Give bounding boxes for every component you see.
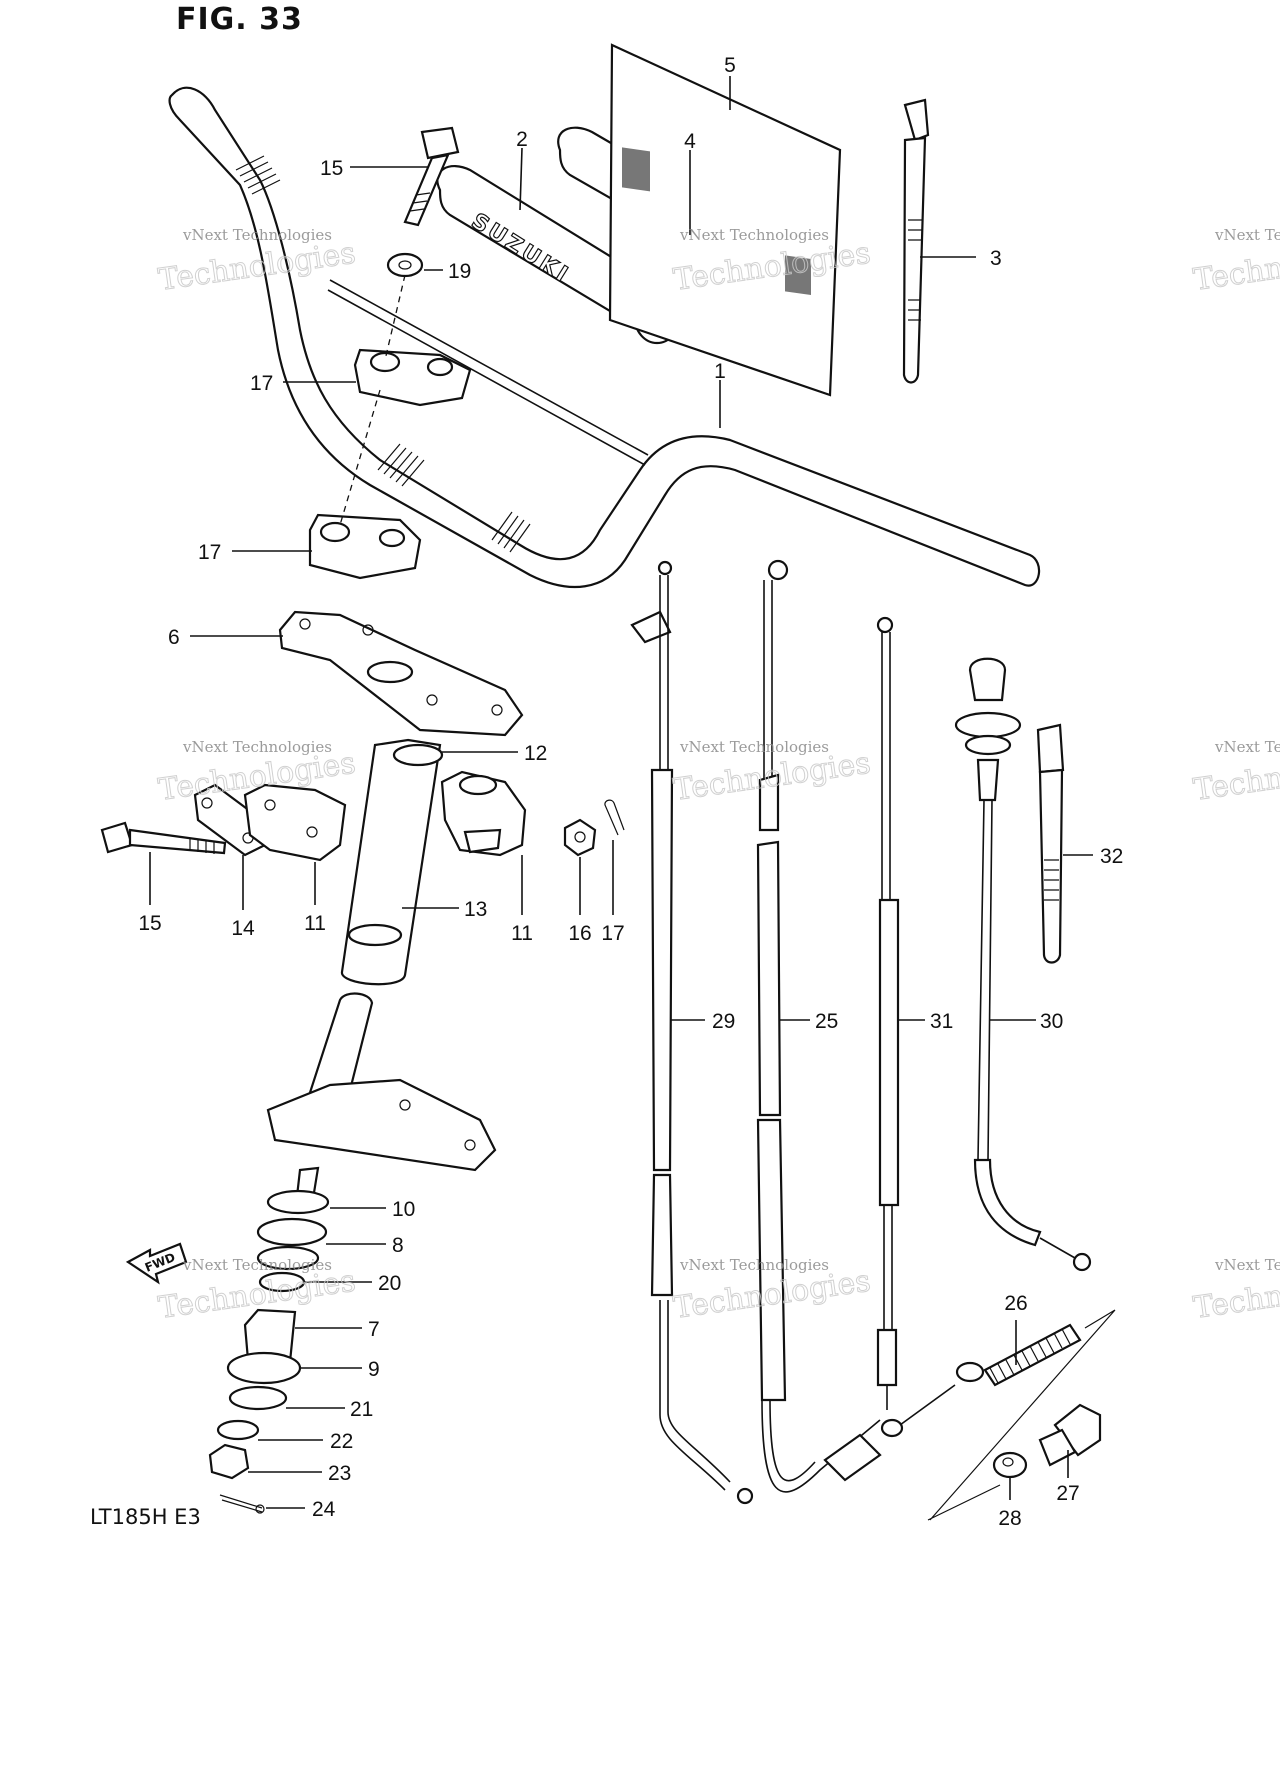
washer-21 bbox=[228, 1385, 288, 1411]
callout-29: 29 bbox=[712, 1010, 735, 1033]
washer-26 bbox=[955, 1361, 985, 1383]
grip-knurl-center-right bbox=[491, 511, 531, 553]
cable-25 bbox=[756, 559, 881, 1493]
callout-14: 15 bbox=[138, 912, 161, 935]
exploded-view-bracket bbox=[927, 1309, 1116, 1521]
callout-24: 24 bbox=[312, 1498, 336, 1521]
callout-1: 1 bbox=[714, 360, 726, 383]
spring-26 bbox=[983, 1323, 1082, 1387]
watermark-4: vNext Technologies bbox=[679, 738, 829, 756]
crossbar bbox=[327, 279, 649, 466]
callout-11-left: 11 bbox=[304, 912, 326, 935]
callout-28: 28 bbox=[998, 1507, 1021, 1530]
callout-2: 2 bbox=[516, 128, 528, 151]
upper-plate-6 bbox=[278, 610, 524, 737]
model-label: LT185H E3 bbox=[90, 1505, 201, 1529]
callout-4: 4 bbox=[684, 130, 696, 153]
cable-strap-32 bbox=[1036, 723, 1065, 964]
watermark-5: vNext Technologies bbox=[182, 1256, 332, 1274]
callout-32: 32 bbox=[1100, 845, 1123, 868]
callout-22: 22 bbox=[330, 1430, 353, 1453]
bearing-9 bbox=[226, 1351, 302, 1385]
callout-17-upper: 17 bbox=[250, 372, 273, 395]
watermark-6: vNext Technologies bbox=[679, 1256, 829, 1274]
holder-guide-line bbox=[339, 274, 406, 526]
throttle-adjuster bbox=[823, 1361, 985, 1482]
bolt-27 bbox=[1038, 1403, 1102, 1467]
watermark-3: vNext Technologies bbox=[182, 738, 332, 756]
grip-knurl-center-left bbox=[377, 443, 425, 487]
bushing-12-upper bbox=[392, 743, 444, 767]
callout-8: 8 bbox=[392, 1234, 404, 1257]
watermark-2: vNext Technologies bbox=[679, 226, 829, 244]
callout-12-lower: 13 bbox=[464, 898, 487, 921]
callout-13: 14 bbox=[231, 917, 255, 940]
grip-knurl-left bbox=[235, 155, 281, 195]
bearing-stack bbox=[208, 1189, 330, 1514]
cable-31 bbox=[876, 616, 900, 1410]
callout-27: 27 bbox=[1056, 1482, 1079, 1505]
callout-5: 5 bbox=[724, 54, 736, 77]
forward-arrow: FWD bbox=[125, 1242, 188, 1285]
callout-23: 23 bbox=[328, 1462, 351, 1485]
callout-21: 21 bbox=[350, 1398, 373, 1421]
callout-11-right: 11 bbox=[511, 922, 533, 945]
bushing-12-lower bbox=[347, 923, 403, 947]
leader-lines bbox=[149, 76, 1093, 1509]
cable-29 bbox=[630, 560, 754, 1505]
pin-16 bbox=[604, 799, 625, 836]
watermark-8: vNext Technologies bbox=[1214, 738, 1280, 756]
callout-20: 20 bbox=[378, 1272, 401, 1295]
collar-28 bbox=[992, 1451, 1028, 1479]
holder-lower-17 bbox=[308, 513, 422, 580]
callout-25: 25 bbox=[815, 1010, 838, 1033]
callout-16: 17 bbox=[601, 922, 624, 945]
cable-strap-top bbox=[902, 98, 930, 384]
callout-19: 19 bbox=[448, 260, 471, 283]
callout-15: 16 bbox=[568, 922, 591, 945]
callout-12-upper: 12 bbox=[524, 742, 547, 765]
clamp-11-left bbox=[243, 783, 347, 862]
bearing-8 bbox=[256, 1217, 328, 1247]
clamp-11-right bbox=[440, 770, 527, 857]
instruction-sheet bbox=[608, 43, 842, 397]
callout-31: 31 bbox=[930, 1010, 953, 1033]
watermark-1: vNext Technologies bbox=[182, 226, 332, 244]
callout-7: 7 bbox=[368, 1318, 380, 1341]
nut-23 bbox=[208, 1443, 250, 1480]
bolt-14 bbox=[100, 821, 227, 855]
watermark-1-big: Technologies bbox=[156, 236, 357, 298]
watermark-7: vNext Technologies bbox=[1214, 226, 1280, 244]
handlebar bbox=[168, 86, 1041, 589]
callout-18: 15 bbox=[320, 157, 343, 180]
watermark-9: vNext Technologies bbox=[1214, 1256, 1280, 1274]
callout-17-lower: 17 bbox=[198, 541, 221, 564]
callout-9: 9 bbox=[368, 1358, 380, 1381]
cotter-pin-24 bbox=[219, 1494, 263, 1513]
watermarks: vNext Technologies Technologies vNext Te… bbox=[156, 226, 1280, 1326]
callout-26: 26 bbox=[1004, 1292, 1027, 1315]
steering-shaft-lower bbox=[266, 992, 497, 1207]
washer-20 bbox=[258, 1271, 306, 1293]
washer-19 bbox=[386, 252, 424, 278]
nut-15 bbox=[563, 818, 597, 857]
holder-upper-17 bbox=[353, 348, 472, 407]
steering-shaft-upper bbox=[340, 738, 444, 986]
seal-10 bbox=[266, 1189, 330, 1215]
callout-6: 6 bbox=[168, 626, 180, 649]
bolt-18 bbox=[403, 126, 460, 227]
watermark-7-big: Technologies bbox=[1191, 236, 1280, 298]
cable-30 bbox=[954, 657, 1092, 1272]
callout-10: 10 bbox=[392, 1198, 415, 1221]
callout-30: 30 bbox=[1040, 1010, 1063, 1033]
callout-3: 3 bbox=[990, 247, 1002, 270]
figure-title: FIG. 33 bbox=[176, 2, 303, 37]
callout-numbers: 5 2 4 3 15 19 1 17 17 6 12 13 32 15 14 1… bbox=[138, 54, 1123, 1530]
washer-22 bbox=[216, 1419, 260, 1441]
